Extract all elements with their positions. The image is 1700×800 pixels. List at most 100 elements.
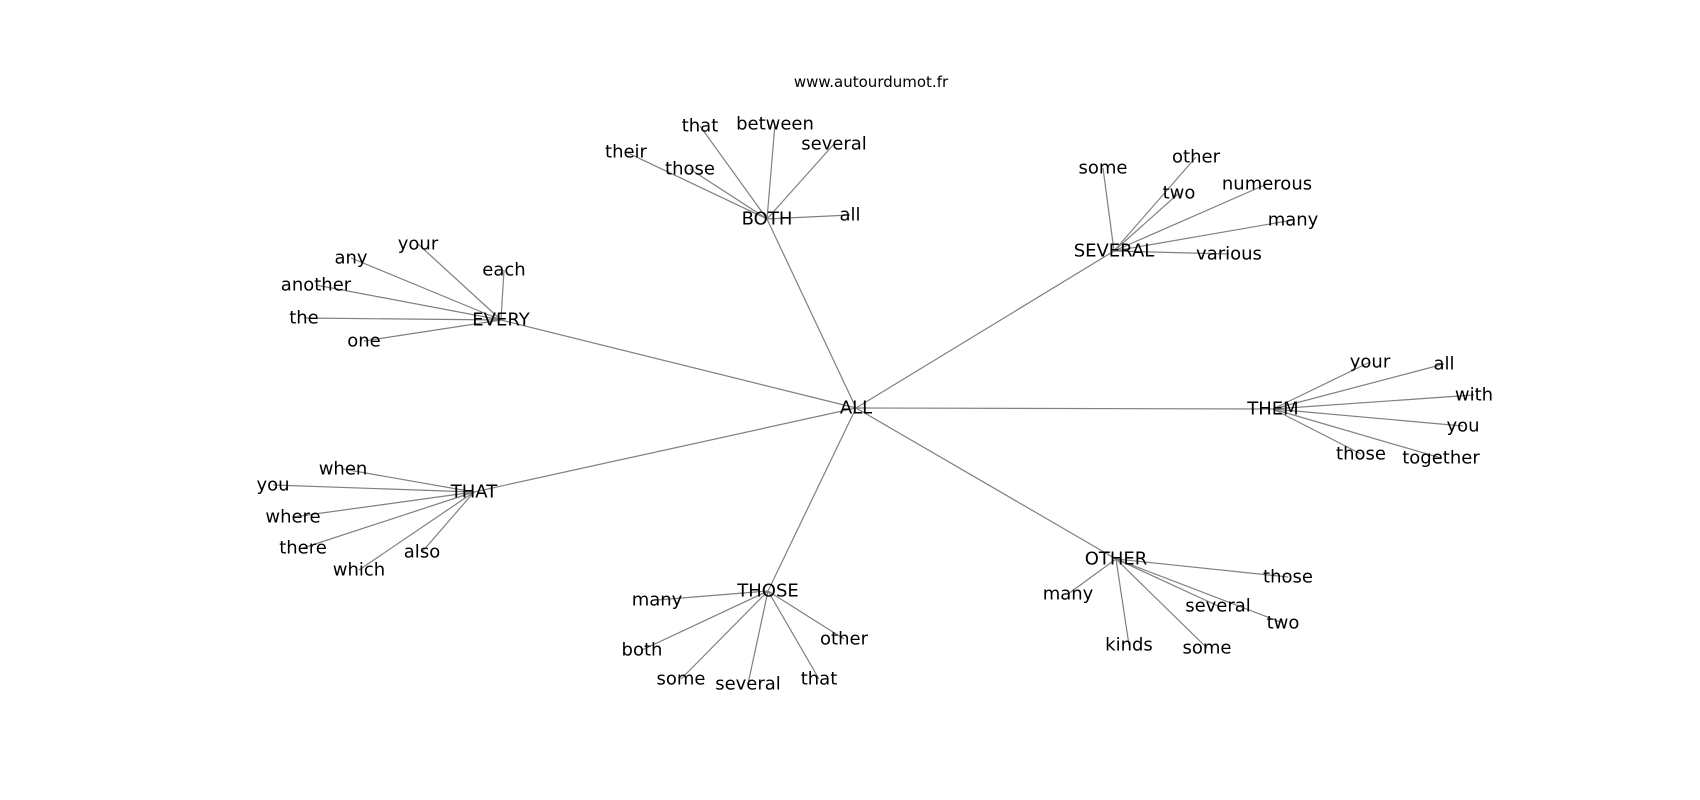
edge-that-also <box>421 491 475 553</box>
leaf-node-that-which[interactable]: which <box>333 560 385 581</box>
edge-all-both <box>766 218 857 409</box>
leaf-node-those-several[interactable]: several <box>715 674 781 695</box>
leaf-node-every-any[interactable]: any <box>334 248 367 269</box>
hub-node-several[interactable]: SEVERAL <box>1074 241 1155 262</box>
edge-that-where <box>292 491 475 518</box>
leaf-node-them-those[interactable]: those <box>1336 444 1386 465</box>
source-watermark: www.autourdumot.fr <box>794 73 949 91</box>
edge-all-that <box>473 407 857 493</box>
leaf-node-that-when[interactable]: when <box>319 459 368 480</box>
edge-them-you <box>1272 408 1464 427</box>
edge-several-many <box>1113 219 1294 252</box>
leaf-node-both-several[interactable]: several <box>801 134 867 155</box>
edge-every-any <box>350 257 502 321</box>
edge-both-those <box>689 168 768 220</box>
edge-every-one <box>363 319 502 342</box>
edge-all-them <box>855 407 1274 410</box>
leaf-node-both-that[interactable]: that <box>682 116 719 137</box>
leaf-node-both-those[interactable]: those <box>665 159 715 180</box>
leaf-node-every-one[interactable]: one <box>347 331 381 352</box>
leaf-node-every-another[interactable]: another <box>281 275 352 296</box>
leaf-node-them-with[interactable]: with <box>1455 385 1493 406</box>
edge-that-when <box>342 468 475 493</box>
leaf-node-other-those[interactable]: those <box>1263 567 1313 588</box>
edge-both-several <box>766 143 835 220</box>
edge-other-some <box>1115 558 1208 649</box>
hub-node-those[interactable]: THOSE <box>736 581 799 602</box>
edge-both-that <box>699 125 768 220</box>
edge-other-two <box>1115 558 1284 624</box>
leaf-node-those-other[interactable]: other <box>820 629 869 650</box>
leaf-node-other-some[interactable]: some <box>1183 638 1232 659</box>
edge-other-several <box>1115 558 1219 607</box>
leaf-node-both-all[interactable]: all <box>839 205 860 226</box>
hub-node-other[interactable]: OTHER <box>1085 549 1148 570</box>
edge-every-the <box>303 317 502 321</box>
edge-several-numerous <box>1113 183 1268 252</box>
edge-several-other <box>1113 156 1197 252</box>
edge-that-there <box>302 491 475 549</box>
edge-other-many <box>1067 558 1117 595</box>
edge-them-together <box>1272 408 1442 459</box>
leaf-node-those-both[interactable]: both <box>622 640 663 661</box>
edge-them-your <box>1272 361 1371 410</box>
edge-every-your <box>417 243 502 321</box>
leaf-node-several-some[interactable]: some <box>1079 158 1128 179</box>
edge-those-that <box>767 590 820 680</box>
edge-those-both <box>641 590 769 651</box>
leaf-node-both-their[interactable]: their <box>605 142 648 163</box>
root-node-label[interactable]: ALL <box>840 398 872 419</box>
edge-other-those <box>1115 558 1289 578</box>
leaf-node-them-all[interactable]: all <box>1433 354 1454 375</box>
leaf-node-several-other[interactable]: other <box>1172 147 1221 168</box>
edge-several-some <box>1102 167 1115 252</box>
leaf-node-that-where[interactable]: where <box>265 507 320 528</box>
leaf-node-every-the[interactable]: the <box>289 308 319 329</box>
leaf-node-other-many[interactable]: many <box>1043 584 1094 605</box>
edge-several-two <box>1113 192 1180 252</box>
edge-them-those <box>1272 408 1362 455</box>
edge-both-their <box>625 151 768 220</box>
leaf-node-those-that[interactable]: that <box>801 669 838 690</box>
edge-both-between <box>766 123 776 220</box>
hub-node-both[interactable]: BOTH <box>742 209 793 230</box>
edge-all-every <box>500 319 857 409</box>
edge-other-kinds <box>1115 558 1130 646</box>
edge-that-you <box>272 484 475 493</box>
leaf-node-them-together[interactable]: together <box>1402 448 1480 469</box>
leaf-node-several-various[interactable]: various <box>1196 244 1262 265</box>
leaf-node-several-numerous[interactable]: numerous <box>1222 174 1312 195</box>
edge-them-all <box>1272 363 1445 410</box>
edge-all-other <box>855 407 1117 560</box>
leaf-node-both-between[interactable]: between <box>736 114 814 135</box>
leaf-node-other-two[interactable]: two <box>1267 613 1300 634</box>
leaf-node-other-kinds[interactable]: kinds <box>1105 635 1153 656</box>
leaf-node-every-your[interactable]: your <box>398 234 439 255</box>
edge-all-those <box>767 407 857 592</box>
leaf-node-other-several[interactable]: several <box>1185 596 1251 617</box>
leaf-node-those-many[interactable]: many <box>632 590 683 611</box>
edge-them-with <box>1272 394 1475 410</box>
leaf-node-that-there[interactable]: there <box>279 538 327 559</box>
edge-those-some <box>680 590 769 680</box>
leaf-node-several-many[interactable]: many <box>1268 210 1319 231</box>
edge-every-another <box>315 284 502 321</box>
edge-that-which <box>358 491 475 571</box>
leaf-node-several-two[interactable]: two <box>1163 183 1196 204</box>
hub-node-every[interactable]: EVERY <box>472 310 530 331</box>
edge-both-all <box>766 214 851 220</box>
edge-those-many <box>656 590 769 601</box>
leaf-node-them-your[interactable]: your <box>1350 352 1391 373</box>
edge-all-several <box>855 250 1115 409</box>
hub-node-that[interactable]: THAT <box>450 482 498 503</box>
leaf-node-those-some[interactable]: some <box>657 669 706 690</box>
hub-node-them[interactable]: THEM <box>1246 399 1298 420</box>
edge-those-other <box>767 590 845 640</box>
leaf-node-that-you[interactable]: you <box>256 475 289 496</box>
leaf-node-them-you[interactable]: you <box>1446 416 1479 437</box>
edge-those-several <box>747 590 769 685</box>
leaf-node-that-also[interactable]: also <box>404 542 440 563</box>
leaf-node-every-each[interactable]: each <box>482 260 525 281</box>
edge-several-various <box>1113 250 1230 255</box>
